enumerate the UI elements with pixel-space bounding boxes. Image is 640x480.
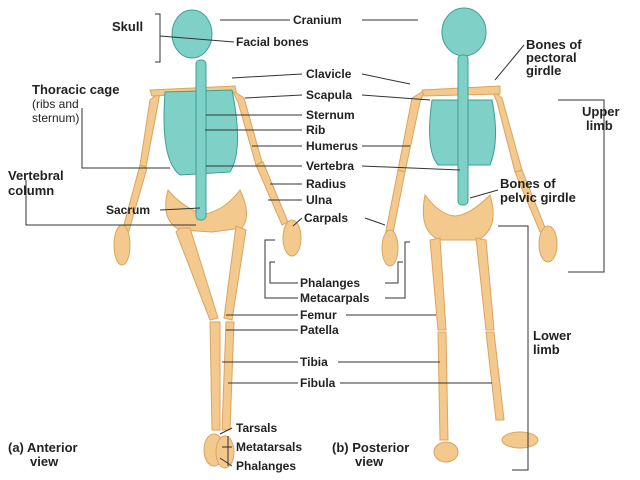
label-clavicle: Clavicle — [306, 67, 352, 81]
anterior-forearm-left — [121, 164, 148, 235]
posterior-skeleton — [381, 85, 558, 463]
label-pectoral-1: Bones of — [526, 37, 582, 52]
label-vertebral-column-1: Vertebral — [8, 168, 64, 183]
label-upper-limb-1: Upper — [582, 104, 620, 119]
label-humerus: Humerus — [306, 139, 359, 153]
label-phalanges-hand: Phalanges — [300, 276, 361, 290]
label-facial-bones: Facial bones — [236, 35, 309, 49]
label-phalanges-foot: Phalanges — [236, 459, 297, 473]
label-anterior-view-1: (a) Anterior — [8, 440, 78, 455]
label-upper-limb-2: limb — [586, 118, 613, 133]
label-tarsals: Tarsals — [236, 421, 278, 435]
anterior-humerus-left — [139, 90, 161, 168]
anterior-pelvis — [165, 188, 247, 233]
anterior-femur-right — [223, 225, 247, 321]
label-vertebra: Vertebra — [306, 159, 355, 173]
label-pectoral-3: girdle — [526, 63, 562, 78]
label-tibia: Tibia — [300, 355, 328, 369]
label-metacarpals: Metacarpals — [300, 291, 370, 305]
label-posterior-view-2: view — [355, 454, 384, 469]
anterior-leg-left — [209, 321, 221, 431]
label-thoracic-sub1: (ribs and — [32, 97, 79, 111]
label-thoracic-sub2: sternum) — [32, 111, 80, 125]
label-cranium: Cranium — [293, 13, 342, 27]
label-metatarsals: Metatarsals — [236, 440, 303, 454]
anterior-forearm-right — [255, 161, 289, 226]
label-ulna: Ulna — [306, 193, 333, 207]
label-fibula: Fibula — [300, 376, 336, 390]
label-scapula: Scapula — [306, 88, 353, 102]
label-pelvic-2: pelvic girdle — [500, 190, 576, 205]
label-vertebral-column-2: column — [8, 183, 55, 198]
label-thoracic-cage: Thoracic cage — [32, 82, 120, 97]
label-anterior-view-2: view — [30, 454, 59, 469]
anterior-skeleton — [113, 85, 302, 469]
posterior-axial — [429, 7, 497, 206]
label-sacrum: Sacrum — [106, 203, 151, 217]
label-lower-limb-2: limb — [533, 342, 560, 357]
anterior-femur-left — [175, 227, 219, 321]
label-sternum: Sternum — [306, 108, 355, 122]
label-pelvic-1: Bones of — [500, 176, 556, 191]
label-rib: Rib — [306, 123, 326, 137]
label-carpals: Carpals — [304, 211, 349, 225]
anterior-leg-right — [221, 321, 235, 431]
label-femur: Femur — [300, 308, 337, 322]
label-posterior-view-1: (b) Posterior — [332, 440, 410, 455]
label-patella: Patella — [300, 323, 339, 337]
label-lower-limb-1: Lower — [533, 328, 572, 343]
leader-lines — [25, 13, 605, 471]
anterior-axial — [163, 9, 238, 221]
label-radius: Radius — [306, 177, 347, 191]
label-pectoral-2: pectoral — [526, 50, 577, 65]
label-skull: Skull — [112, 19, 144, 34]
